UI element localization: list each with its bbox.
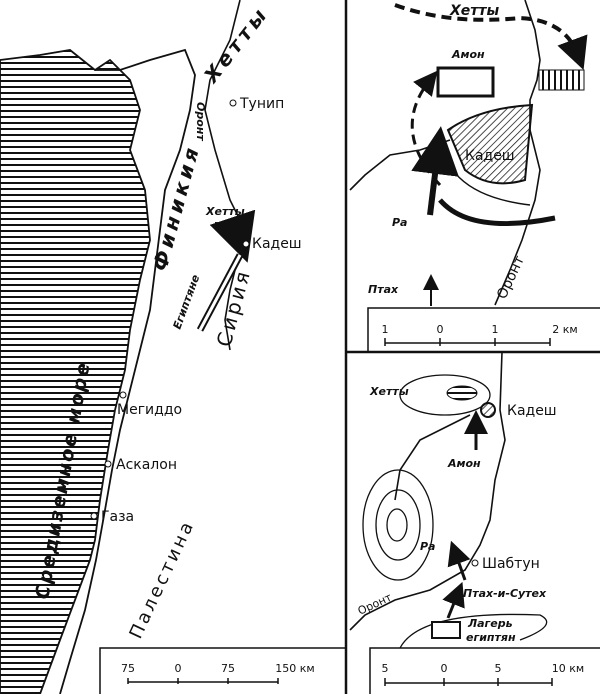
ra-battle-label: Ра bbox=[392, 216, 408, 229]
hill-contour bbox=[375, 489, 421, 561]
scale-tick-label: 2 км bbox=[552, 323, 577, 336]
gaza-marker bbox=[90, 512, 98, 520]
ra-arrow bbox=[411, 126, 459, 216]
scale-tick-label: 150 км bbox=[275, 662, 314, 675]
syria-label: Сирия bbox=[212, 266, 256, 349]
orontes-river-approach bbox=[349, 351, 506, 631]
hill-contour bbox=[386, 508, 408, 542]
hittites-label: Хетты bbox=[205, 205, 245, 218]
ashkelon-label: Аскалон bbox=[116, 457, 177, 473]
amun-camp bbox=[436, 66, 495, 98]
scale-tick-label: 75 bbox=[121, 662, 135, 675]
scale-ruler bbox=[384, 678, 553, 686]
kadesh-label: Кадеш bbox=[252, 236, 302, 252]
hittite-attack-arrow bbox=[209, 209, 256, 263]
battle-map: Хетты Амон Кадеш Ра Оронт Птах 1 0 1 2 к… bbox=[349, 0, 600, 352]
shabtun-marker bbox=[471, 559, 479, 567]
tunip-marker bbox=[229, 99, 237, 107]
scale-tick-label: 1 bbox=[492, 323, 499, 336]
gaza-label: Газа bbox=[101, 509, 134, 525]
battle-scale-bar: 1 0 1 2 км bbox=[367, 307, 600, 352]
scale-tick-label: 5 bbox=[382, 662, 389, 675]
approach-map: Хетты Кадеш Амон Ра Шабтун Оронт Птах-и-… bbox=[349, 351, 600, 694]
ptah-sutekh-label: Птах-и-Сутех bbox=[463, 587, 547, 600]
kadesh-battle-label: Кадеш bbox=[465, 148, 515, 164]
ra-retreat-route bbox=[410, 70, 442, 187]
hittite-infantry bbox=[538, 69, 585, 91]
scale-frame bbox=[99, 647, 345, 694]
egyptians-label: Египтяне bbox=[171, 272, 203, 331]
overview-map: Хетты Финикия Сирия Оронт Тунип Средизем… bbox=[0, 0, 345, 694]
approach-scale-bar: 5 0 5 10 км bbox=[369, 647, 600, 694]
coastline bbox=[59, 48, 196, 694]
kadesh-marker bbox=[242, 240, 250, 248]
ptah-sutekh-arrow bbox=[442, 581, 465, 619]
scale-tick-label: 0 bbox=[441, 662, 448, 675]
scale-ruler bbox=[127, 678, 279, 684]
camp-label-line1: Лагерь bbox=[467, 617, 513, 630]
hittite-chariot-route bbox=[394, 3, 588, 70]
scale-tick-label: 0 bbox=[175, 662, 182, 675]
egyptian-camp bbox=[431, 621, 461, 639]
hittites-approach-label: Хетты bbox=[369, 385, 409, 398]
orontes-battle-label: Оронт bbox=[494, 253, 528, 301]
scale-tick-label: 1 bbox=[382, 323, 389, 336]
scale-tick-label: 75 bbox=[221, 662, 235, 675]
hittite-forces bbox=[446, 385, 478, 401]
scale-tick-label: 10 км bbox=[552, 662, 584, 675]
hill-contour bbox=[362, 469, 434, 581]
megiddo-marker bbox=[119, 391, 127, 399]
orontes-approach-label: Оронт bbox=[356, 590, 395, 617]
amun-battle-label: Амон bbox=[451, 48, 485, 61]
camp-terrain-line bbox=[399, 613, 548, 649]
tunip-label: Тунип bbox=[239, 96, 284, 112]
ra-approach-arrow bbox=[447, 540, 471, 581]
scale-ruler bbox=[384, 338, 551, 346]
amun-approach-label: Амон bbox=[447, 457, 481, 470]
palestine-label: Палестина bbox=[125, 516, 199, 642]
kadesh-approach-label: Кадеш bbox=[507, 403, 557, 419]
hittite-encirclement bbox=[438, 198, 556, 227]
orontes-label: Оронт bbox=[194, 102, 207, 141]
tributary-river bbox=[394, 414, 471, 501]
hill-contour bbox=[399, 374, 491, 416]
megiddo-label: Мегиддо bbox=[117, 402, 182, 418]
overview-scale-bar: 75 0 75 150 км bbox=[99, 647, 345, 694]
kadesh-fortress bbox=[446, 103, 534, 185]
scale-frame bbox=[367, 307, 600, 352]
shabtun-label: Шабтун bbox=[482, 556, 540, 572]
sea bbox=[0, 49, 151, 694]
kadesh-approach-marker bbox=[480, 402, 496, 418]
scale-tick-label: 0 bbox=[437, 323, 444, 336]
scale-frame bbox=[369, 647, 600, 694]
scale-tick-label: 5 bbox=[495, 662, 502, 675]
hittites-battle-label: Хетты bbox=[449, 3, 500, 19]
ptah-battle-label: Птах bbox=[368, 283, 399, 296]
ashkelon-marker bbox=[104, 460, 112, 468]
camp-label-line2: египтян bbox=[466, 631, 516, 644]
ra-approach-label: Ра bbox=[420, 540, 436, 553]
egyptian-advance-arrow-core bbox=[198, 254, 242, 331]
phoenicia-label: Финикия bbox=[148, 141, 205, 273]
